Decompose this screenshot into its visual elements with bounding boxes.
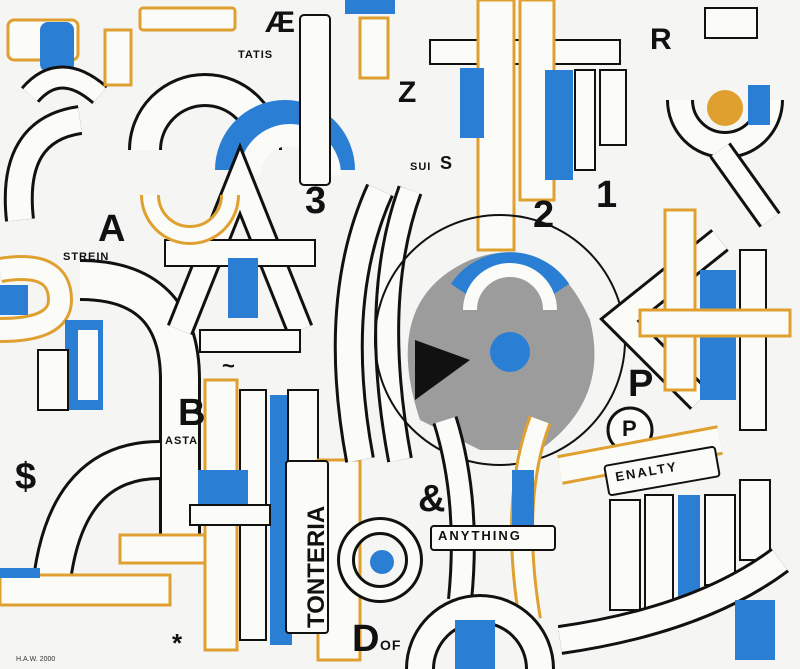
label-r: R — [650, 23, 672, 56]
label-tatis: TATIS — [238, 49, 274, 61]
label-of: OF — [380, 637, 402, 653]
label-asta: ASTA — [165, 435, 199, 447]
label-b: B — [178, 392, 206, 434]
artist-signature: H.A.W. 2000 — [16, 656, 56, 663]
label-2: 2 — [533, 194, 555, 236]
label-p: P — [628, 363, 654, 405]
left-structures — [0, 105, 232, 607]
central-letter-a — [140, 142, 316, 353]
cross-structure — [429, 0, 758, 252]
curved-columns — [333, 183, 423, 463]
label-dollar: $ — [15, 456, 37, 498]
label-s: S — [440, 153, 453, 173]
label-strein: STREIN — [63, 251, 110, 263]
label-ampersand: & — [418, 478, 446, 520]
label-tonteria: TONTERIA — [303, 505, 330, 628]
label-anything: ANYTHING — [438, 528, 522, 543]
label-1: 1 — [596, 174, 618, 216]
arches-top — [128, 0, 395, 186]
bottom-circles — [337, 517, 555, 669]
label-asterisk: * — [172, 628, 183, 658]
tonteria-panel — [285, 460, 329, 634]
right-structures — [557, 85, 792, 485]
label-tilde: ~ — [222, 353, 235, 378]
label-sui: SUI — [410, 161, 432, 173]
anything-panel — [430, 525, 556, 551]
label-p-small: P — [622, 416, 637, 441]
center-stripes — [189, 378, 362, 662]
bottom-right-stripes — [557, 479, 789, 660]
top-left-block — [6, 18, 133, 105]
label-d: D — [352, 618, 380, 660]
label-ae: Æ — [265, 6, 295, 39]
label-a: A — [98, 208, 126, 250]
label-3: 3 — [305, 180, 327, 222]
label-z: Z — [398, 76, 417, 109]
